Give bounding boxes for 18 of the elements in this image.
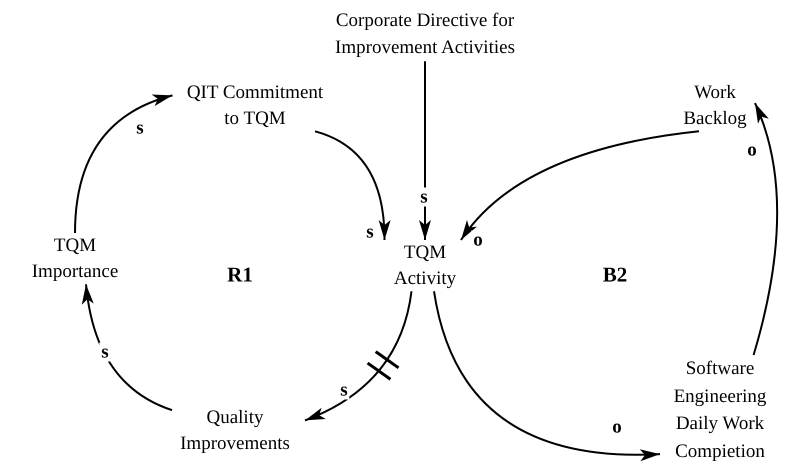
causal-arrow (433, 291, 660, 460)
variable-label: QIT Commitment to TQM (186, 81, 324, 131)
variable-label: Quality Improvements (179, 406, 291, 456)
causal-arrow (314, 130, 390, 240)
causal-arrow (82, 284, 172, 412)
causal-arrow (74, 94, 173, 234)
causal-arrow (460, 130, 700, 241)
variable-label: TQM Activity (392, 241, 458, 291)
polarity-label: s (99, 342, 111, 362)
polarity-label: s (418, 188, 430, 206)
variable-label: Software Engineering Daily Work Compietion (672, 357, 768, 464)
loop-label: B2 (602, 262, 628, 288)
causal-arrow (752, 102, 778, 356)
causal-arrow (419, 61, 431, 240)
variable-label: Corporate Directive for Improvement Activities (334, 9, 516, 60)
causal-arrow (304, 291, 412, 422)
loop-label: R1 (227, 262, 253, 288)
variable-label: TQM Importance (30, 234, 120, 284)
